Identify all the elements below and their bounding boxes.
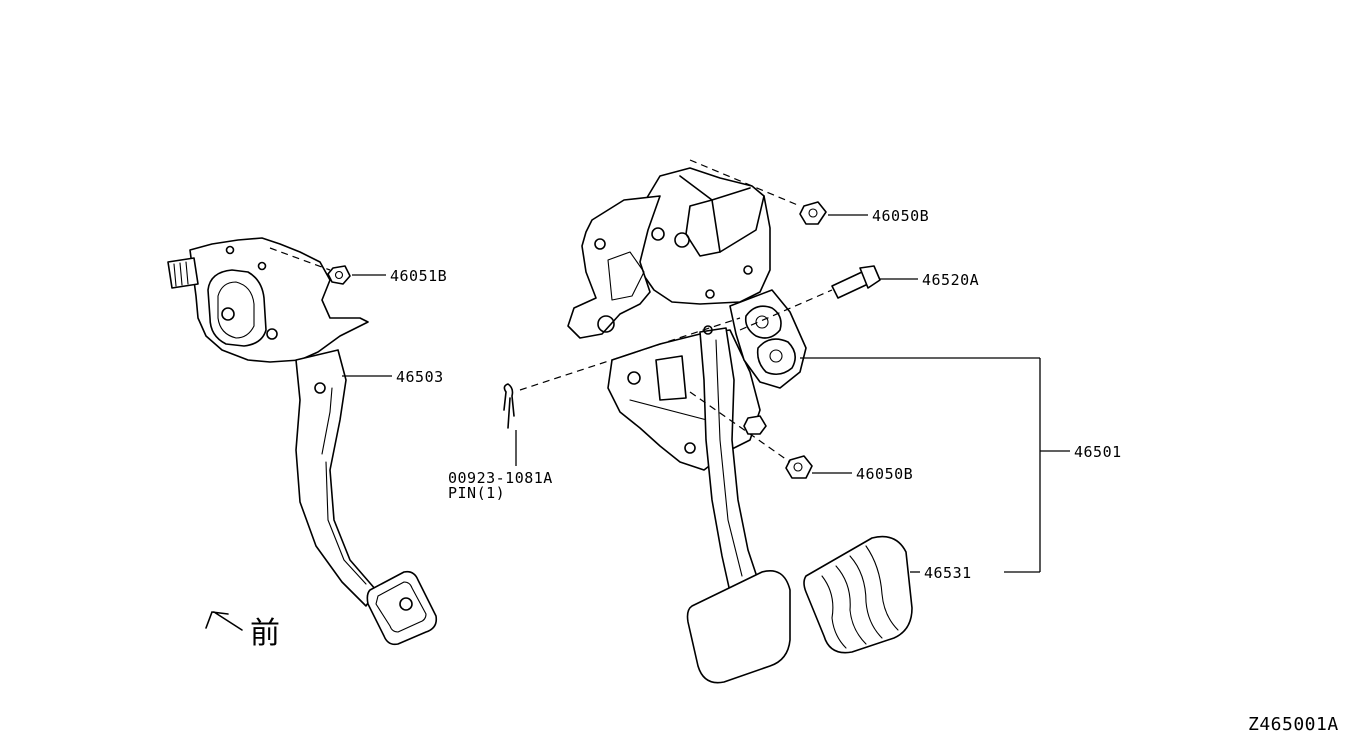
- part-label-46051b: 46051B: [390, 267, 447, 285]
- part-label-46531: 46531: [924, 564, 972, 582]
- part-label-pin-note: PIN(1): [448, 484, 505, 502]
- diagram-code: Z465001A: [1248, 714, 1339, 735]
- part-label-46520a: 46520A: [922, 271, 979, 289]
- part-label-46501: 46501: [1074, 443, 1122, 461]
- front-arrow-icon: [205, 611, 243, 631]
- pedal-46501-drawing: [503, 159, 913, 684]
- front-indicator: 前: [205, 611, 281, 651]
- part-label-00923-1081a: 00923-1081A: [448, 469, 553, 487]
- part-label-46050b-bottom: 46050B: [856, 465, 913, 483]
- part-label-46503: 46503: [396, 368, 444, 386]
- front-indicator-label: 前: [250, 616, 281, 651]
- pedal-46503-drawing: [167, 237, 438, 646]
- part-label-46050b-top: 46050B: [872, 207, 929, 225]
- leader-lines: [342, 214, 1070, 573]
